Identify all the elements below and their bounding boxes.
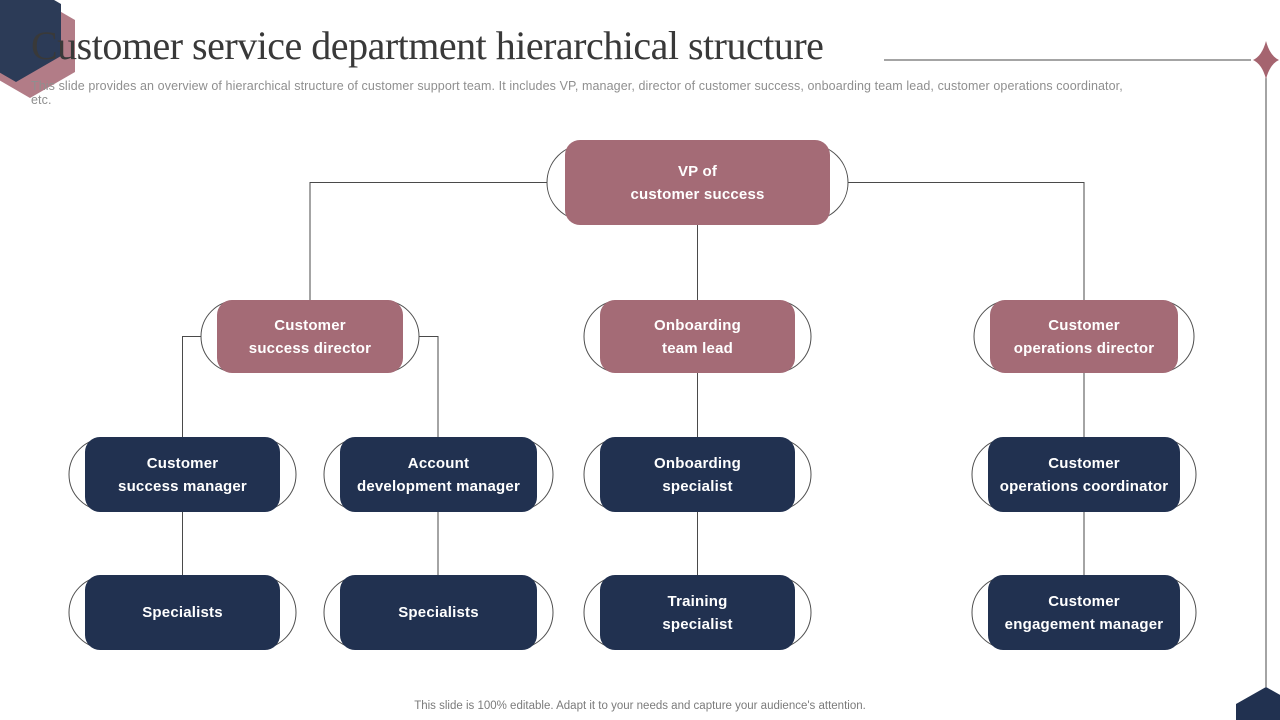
sparkle-icon <box>1253 41 1279 79</box>
org-node-label-line: specialist <box>662 477 733 495</box>
org-node-customer-success-manager[interactable]: Customer success manager <box>85 437 280 512</box>
slide-title: Customer service department hierarchical… <box>31 23 824 68</box>
org-node-customer-success-director[interactable]: Customer success director <box>217 300 403 373</box>
org-node-customer-operations-coordinator[interactable]: Customer operations coordinator <box>988 437 1180 512</box>
org-node-label-line: Onboarding <box>654 316 741 334</box>
org-node-label-line: Customer <box>146 454 219 472</box>
org-node-onboarding-team-lead[interactable]: Onboarding team lead <box>600 300 795 373</box>
org-node-label-line: Customer <box>1048 592 1120 610</box>
corner-hexagon-navy <box>0 0 61 82</box>
footer-note: This slide is 100% editable. Adapt it to… <box>414 700 866 712</box>
org-node-label-line: Customer <box>1048 316 1120 334</box>
org-node-label-line: engagement manager <box>1004 615 1164 633</box>
org-node-label-line: team lead <box>662 339 733 357</box>
org-node-label-line: success manager <box>118 477 247 495</box>
slide-description: This slide provides an overview of hiera… <box>31 79 1123 107</box>
org-node-account-development-manager[interactable]: Account development manager <box>340 437 537 512</box>
org-node-customer-operations-director[interactable]: Customer operations director <box>990 300 1178 373</box>
org-node-label-line: specialist <box>662 615 733 633</box>
org-node-label-line: operations coordinator <box>999 477 1169 495</box>
org-node-label-line: Customer <box>274 316 346 334</box>
org-node-label-line: Customer <box>1048 454 1120 472</box>
org-node-label-line: Account <box>407 454 470 472</box>
org-node-specialists-2[interactable]: Specialists <box>340 575 537 650</box>
org-node-label-line: Training <box>667 592 728 610</box>
org-node-training-specialist[interactable]: Training specialist <box>600 575 795 650</box>
org-node-label-line: development manager <box>356 477 520 495</box>
org-node-label-line: customer success <box>630 185 765 203</box>
org-node-specialists-1[interactable]: Specialists <box>85 575 280 650</box>
connector-lines <box>182 182 1085 575</box>
org-node-label-line: Onboarding <box>654 454 741 472</box>
org-node-onboarding-specialist[interactable]: Onboarding specialist <box>600 437 795 512</box>
corner-hexagon-bottom-right <box>1236 687 1280 720</box>
org-node-label-line: Specialists <box>398 604 479 621</box>
org-node-vp-of-customer-success[interactable]: VP of customer success <box>565 140 830 225</box>
org-node-label-line: Specialists <box>142 604 223 621</box>
org-node-label-line: operations director <box>1013 339 1155 357</box>
org-node-customer-engagement-manager[interactable]: Customer engagement manager <box>988 575 1180 650</box>
org-node-label-line: VP of <box>677 162 718 180</box>
org-node-label-line: success director <box>248 339 372 357</box>
